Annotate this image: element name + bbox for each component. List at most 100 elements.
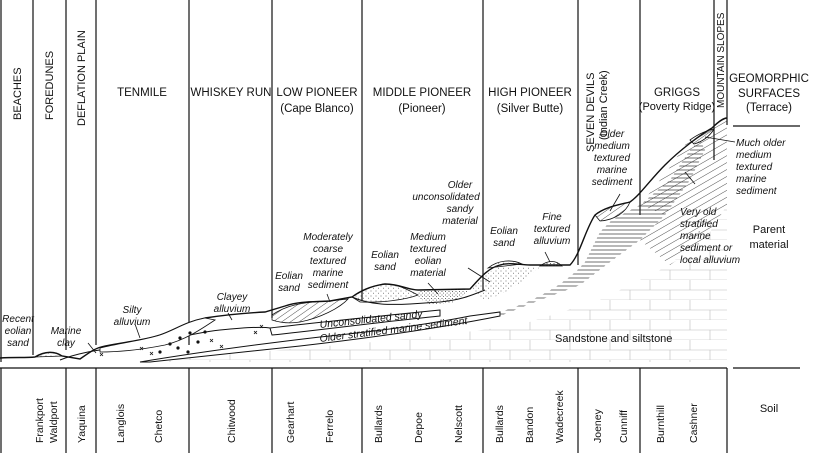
soil-langlois: Langlois: [115, 404, 127, 443]
older-medium-label: Older: [600, 129, 625, 140]
soil-depoe: Depoe: [413, 412, 425, 443]
soil-bullards: Bullards: [373, 405, 385, 443]
soil-bandon: Bandon: [524, 407, 536, 443]
much-older-label: medium: [736, 150, 772, 161]
very-old-stratified-wedge: [640, 120, 727, 265]
header-beaches: BEACHES: [12, 67, 24, 120]
soil-nelscott: Nelscott: [453, 405, 465, 443]
very-old-label: marine: [680, 231, 711, 242]
soil-names: Frankport Waldport Yaquina Langlois Chet…: [34, 390, 700, 443]
older-medium-label: marine: [597, 165, 628, 176]
much-older-label: textured: [736, 162, 773, 173]
older-unconsolidated-label: Older: [448, 180, 473, 191]
header-low-pioneer: LOW PIONEER: [276, 87, 357, 99]
soil-bullards-2: Bullards: [494, 405, 506, 443]
high-eolian-sand-cap: [486, 260, 524, 269]
older-medium-textured-lens: [594, 201, 631, 222]
silty-alluvium-area: [99, 317, 217, 353]
header-low-pioneer-alt: (Cape Blanco): [280, 103, 354, 115]
very-old-label: sediment or: [680, 243, 733, 254]
medium-eolian-material: [418, 289, 470, 305]
marine-clay-label: Marine: [51, 326, 82, 337]
header-high-pioneer-alt: (Silver Butte): [497, 103, 564, 115]
soil-ferrelo: Ferrelo: [324, 410, 336, 443]
sandstone-siltstone-label: Sandstone and siltstone: [555, 333, 672, 345]
soil-joeney: Joeney: [592, 408, 604, 443]
moderately-coarse-label: Moderately: [303, 232, 353, 243]
recent-eolian-sand-area: [34, 351, 64, 358]
older-medium-label: textured: [594, 153, 631, 164]
clayey-alluvium-label: alluvium: [214, 304, 251, 315]
soil-chetco: Chetco: [153, 410, 165, 443]
medium-eolian-label: textured: [410, 244, 447, 255]
soil-waldport: Waldport: [48, 401, 60, 443]
header-griggs-alt: (Poverty Ridge): [639, 101, 715, 113]
header-seven-devils-alt: (Indian Creek): [598, 70, 610, 140]
soil-gearhart: Gearhart: [285, 401, 297, 443]
much-older-label: Much older: [736, 138, 786, 149]
marine-clay-label: clay: [57, 338, 76, 349]
fine-textured-label: Fine: [542, 212, 562, 223]
moderately-coarse-marine-sediment: [271, 298, 349, 324]
soil-cunniff: Cunniff: [618, 410, 630, 443]
medium-eolian-label: eolian: [415, 256, 442, 267]
header-seven-devils: SEVEN DEVILS: [585, 73, 597, 152]
middle-eolian-sand-dune: [351, 283, 419, 303]
parent-material-label-1: Parent: [753, 224, 785, 236]
older-unconsolidated-label: unconsolidated: [412, 192, 480, 203]
very-old-label: local alluvium: [680, 255, 740, 266]
header-deflation-plain: DEFLATION PLAIN: [76, 30, 88, 126]
fine-textured-alluvium: [538, 261, 563, 267]
older-unconsolidated-sandy: [470, 266, 540, 300]
eolian-sand-mid-label: Eolian: [371, 250, 399, 261]
soil-wadecreek: Wadecreek: [554, 390, 566, 443]
soil-burnthill: Burnthill: [655, 405, 667, 443]
moderately-coarse-label: marine: [313, 268, 344, 279]
medium-eolian-label: Medium: [410, 232, 446, 243]
much-older-label: marine: [736, 174, 767, 185]
clay-flakes: [99, 324, 264, 357]
eolian-sand-high-label: Eolian: [490, 226, 518, 237]
eolian-sand-mid-label: sand: [374, 262, 396, 273]
soil-frankport: Frankport: [34, 398, 46, 443]
very-old-label: stratified: [680, 219, 718, 230]
header-middle-pioneer: MIDDLE PIONEER: [373, 87, 471, 99]
much-older-lens: [689, 128, 715, 145]
parent-material-label-2: material: [749, 239, 788, 251]
fine-textured-label: textured: [534, 224, 571, 235]
clayey-alluvium-label: Clayey: [217, 292, 249, 303]
older-unconsolidated-label: sandy: [447, 204, 475, 215]
header-geomorphic-surfaces: SURFACES: [738, 88, 800, 100]
eolian-sand-high-label: sand: [493, 238, 515, 249]
soil-label: Soil: [760, 403, 778, 415]
recent-eolian-label: eolian: [5, 326, 32, 337]
fine-textured-label: alluvium: [534, 236, 571, 247]
soil-chitwood: Chitwood: [226, 399, 238, 443]
header-high-pioneer: HIGH PIONEER: [488, 87, 572, 99]
moderately-coarse-label: coarse: [313, 244, 343, 255]
moderately-coarse-label: textured: [310, 256, 347, 267]
header-geomorphic-terrace: (Terrace): [746, 102, 792, 114]
very-old-label: Very old: [680, 207, 717, 218]
header-geomorphic: GEOMORPHIC: [729, 73, 809, 85]
older-medium-label: medium: [594, 141, 630, 152]
much-older-label: sediment: [736, 186, 778, 197]
eolian-sand-low-label: Eolian: [275, 271, 303, 282]
column-dividers: [0, 0, 728, 362]
silty-alluvium-label: alluvium: [114, 317, 151, 328]
older-unconsolidated-label: material: [442, 216, 478, 227]
recent-eolian-label: Recent: [2, 314, 35, 325]
silty-alluvium-label: Silty: [123, 305, 143, 316]
sandstone-siltstone-body: [140, 205, 727, 362]
recent-eolian-label: sand: [7, 338, 29, 349]
header-whiskey-run: WHISKEY RUN: [191, 87, 272, 99]
soil-cashner: Cashner: [688, 403, 700, 443]
alluvium-dots: [158, 330, 207, 354]
header-foredunes: FOREDUNES: [44, 51, 56, 120]
soil-yaquina: Yaquina: [76, 405, 88, 443]
header-middle-pioneer-alt: (Pioneer): [398, 103, 445, 115]
leader-lines: [87, 136, 736, 354]
header-tenmile: TENMILE: [117, 87, 167, 99]
eolian-sand-low-label: sand: [278, 283, 300, 294]
